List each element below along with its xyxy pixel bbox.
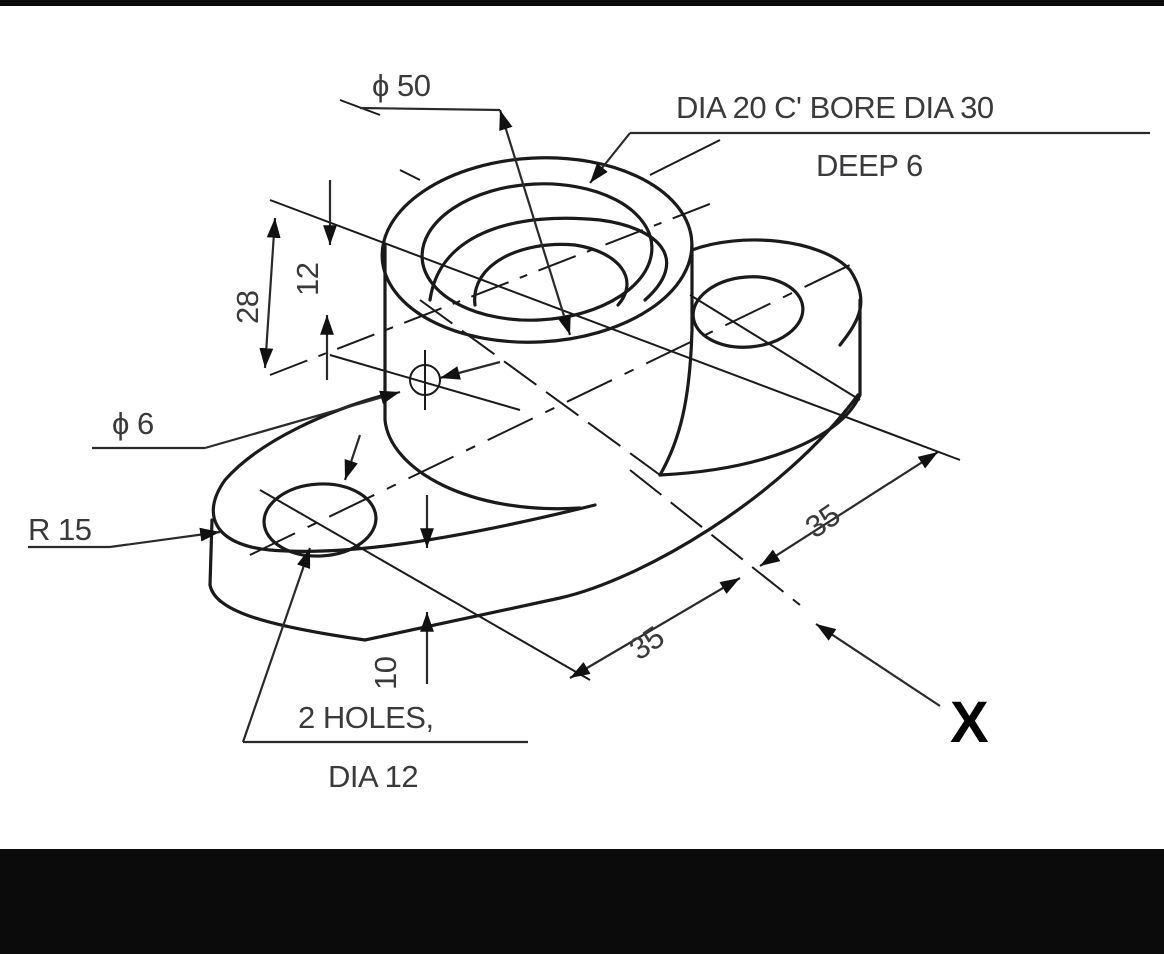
counterbore-label-line2: DEEP 6: [816, 148, 923, 183]
right-lug-side: [658, 298, 862, 477]
drawing-canvas: ϕ 50 DIA 20 C' BORE DIA 30 DEEP 6 28 12 …: [0, 6, 1164, 849]
boss-diameter-label: ϕ 50: [372, 68, 431, 103]
base-radius-label: R 15: [28, 512, 92, 547]
small-hole-label: ϕ 6: [112, 406, 154, 441]
boss-left-side: [383, 243, 582, 511]
holes-label-line2: DIA 12: [328, 759, 419, 794]
through-bore-ellipse: [473, 242, 629, 307]
right-lug-hole: [691, 275, 805, 349]
counterbore-label-line1: DIA 20 C' BORE DIA 30: [676, 90, 994, 125]
top-black-bar: [0, 0, 1164, 6]
base-thickness-label: 10: [368, 656, 403, 690]
right-lug-top: [690, 238, 863, 347]
left-lug-hole: [262, 482, 378, 558]
isometric-part-drawing: [28, 99, 1150, 744]
counterbore-step: [428, 216, 669, 302]
boss-right-side: [658, 243, 694, 477]
hole-height-label: 12: [290, 262, 325, 296]
base-top-left: [211, 393, 597, 553]
holes-label-line1: 2 HOLES,: [298, 700, 434, 735]
dimension-lines: [28, 106, 1150, 744]
overall-height-label: 28: [230, 290, 265, 324]
bottom-black-bar: [0, 849, 1164, 954]
view-direction-label: X: [950, 690, 989, 755]
center-lines: [249, 99, 961, 681]
